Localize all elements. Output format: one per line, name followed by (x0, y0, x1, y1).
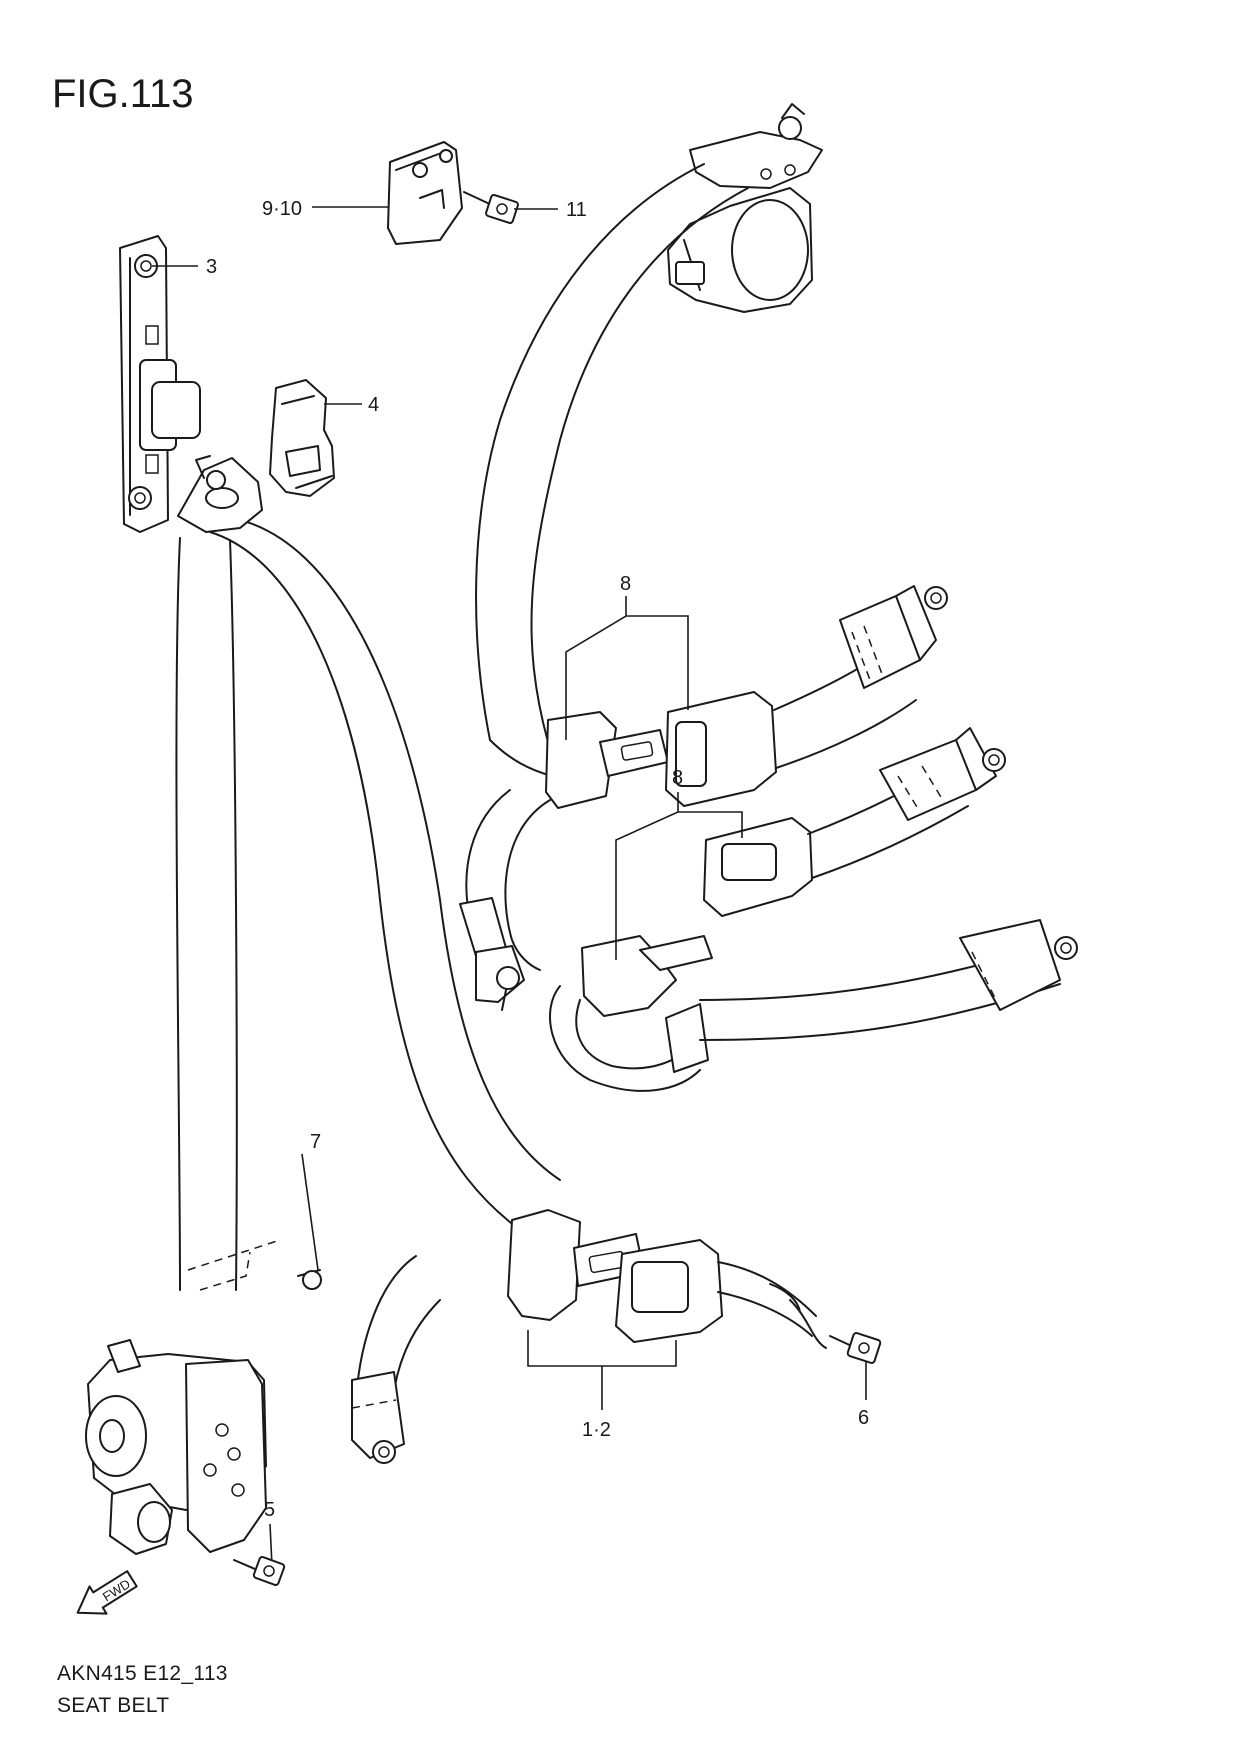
rear-buckle-upper (665, 585, 948, 807)
height-adjuster-rail (119, 235, 201, 533)
front-retractor (85, 1339, 267, 1555)
callout-4: 4 (368, 394, 379, 416)
bolt-5 (233, 1523, 286, 1586)
figure-code: AKN415 E12_113 (57, 1662, 228, 1685)
callout-3: 3 (206, 256, 217, 278)
leader-lines (152, 206, 743, 1410)
rear-belt-webbing (459, 163, 749, 1011)
rear-retractor (667, 103, 823, 313)
pillar-cover (269, 379, 335, 497)
bolt-6 (829, 1332, 882, 1400)
rear-belt-lower (549, 919, 1078, 1092)
rear-tongue-plate (545, 711, 669, 809)
figure-title: FIG.113 (52, 72, 194, 116)
front-buckle (615, 1239, 827, 1349)
figure-name: SEAT BELT (57, 1694, 170, 1717)
fwd-arrow-icon: FWD (76, 1570, 138, 1615)
callout-11: 11 (566, 199, 587, 221)
rear-buckle-lower (703, 727, 1006, 917)
front-tongue-plate (507, 1209, 645, 1321)
callout-8-upper: 8 (620, 573, 631, 595)
callout-8-lower: 8 (672, 767, 683, 789)
callout-5: 5 (264, 1499, 275, 1521)
callout-1-2: 1·2 (582, 1419, 611, 1441)
bolt-11 (463, 191, 519, 225)
callout-9-10: 9·10 (262, 198, 302, 220)
callout-7: 7 (310, 1131, 321, 1153)
retractor-bracket-plate (387, 141, 463, 245)
shoulder-anchor (177, 455, 263, 533)
callout-6: 6 (858, 1407, 869, 1429)
front-lap-belt (351, 1255, 441, 1464)
screw-7 (297, 1153, 322, 1290)
front-belt-webbing (175, 517, 561, 1291)
